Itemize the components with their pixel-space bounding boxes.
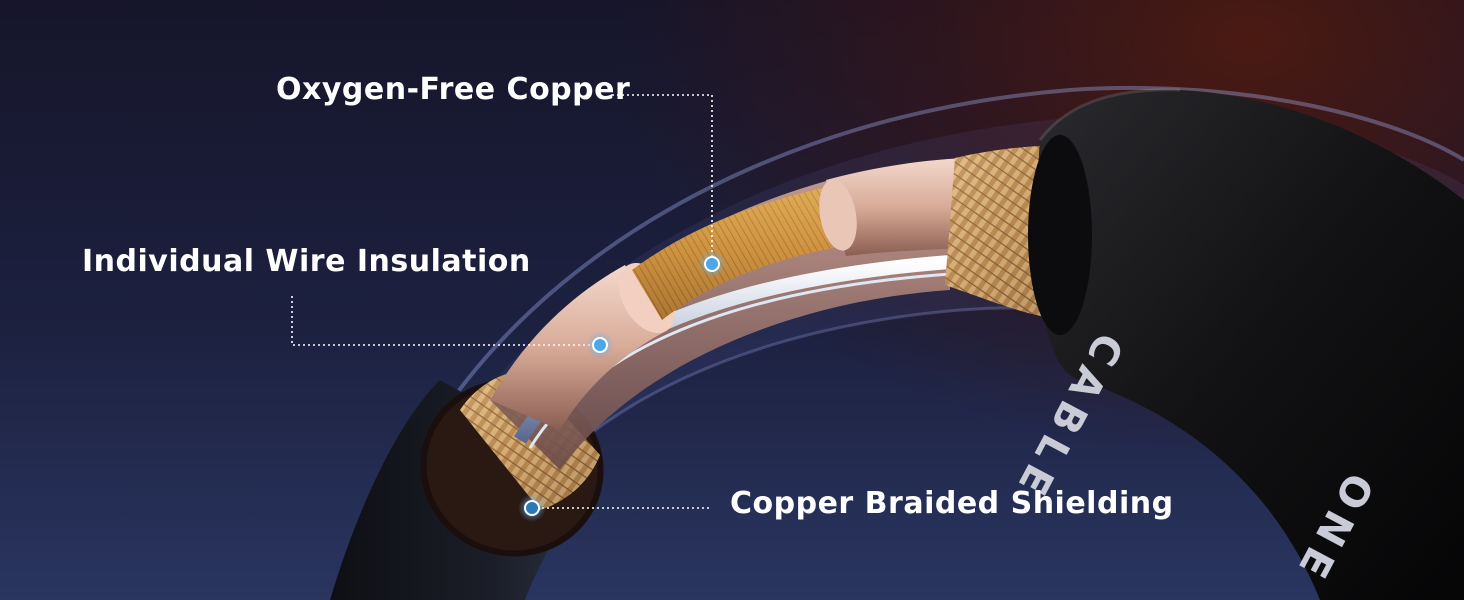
right-jacket [1028, 88, 1464, 600]
marker-oxygen-free-copper [698, 250, 726, 278]
leader-wire-insulation [291, 296, 600, 346]
marker-braided-shielding [518, 494, 546, 522]
copper-core [632, 185, 850, 320]
callout-markers [518, 250, 726, 522]
upper-insulation-sleeve [819, 158, 965, 256]
label-oxygen-free-copper: Oxygen-Free Copper [276, 72, 631, 107]
marker-wire-insulation [586, 331, 614, 359]
leader-oxygen-free-copper [612, 94, 713, 264]
callout-lines [291, 94, 713, 509]
label-copper-braided-shielding: Copper Braided Shielding [730, 486, 1174, 521]
braid-left [460, 371, 600, 510]
label-individual-wire-insulation: Individual Wire Insulation [82, 244, 531, 279]
